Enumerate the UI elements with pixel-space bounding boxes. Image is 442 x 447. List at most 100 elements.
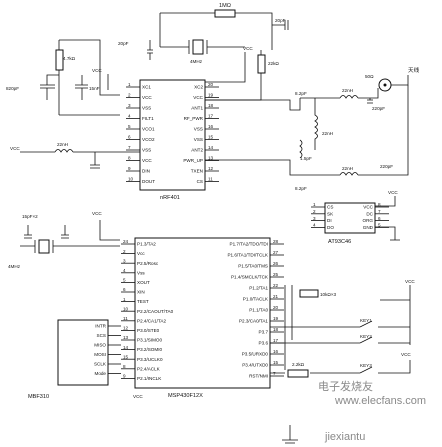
key3-switch [270,360,411,374]
nrf401-pin-name: VCC [142,95,152,100]
msp430-pin-number: 12 [123,326,129,331]
cap-820pf-label: 820pF [6,86,19,91]
at93c46-pin-name: GND [363,225,374,230]
nrf401-pin-name: PWR_UP [183,158,203,163]
nrf401-pin-number: 5 [128,124,131,129]
at93c46-pin-name: VCC [363,205,373,210]
msp430-pin-name: P2.4/CA1/TA2 [137,318,166,323]
msp430-pin-number: 18 [273,327,279,332]
msp430-pin-number: 8 [123,364,126,369]
msp430-pin-name: P1.4/SMCLK/TCK [231,275,269,280]
msp430-pin-number: 16 [273,349,279,354]
watermark-site-1: www.elecfans.com [334,395,426,407]
at93c46-pin-name: DI [327,218,332,223]
vcc-label-2: VCC [243,46,253,51]
msp430-pin-number: 4 [123,268,126,273]
nrf401-pin-name: ANT2 [191,148,203,153]
nrf401-pin-number: 12 [208,166,214,171]
msp430-pin-name: P1.7/TA2/TDO/TDI [230,242,268,247]
mbf310-pin-name: SCLK [94,362,107,367]
nrf401-pin-name: VCC [193,95,203,100]
cap-220pf-1-label: 220pF [372,106,385,111]
msp430-pin-number: 26 [273,261,279,266]
msp430-pin-name: XIN [137,290,145,295]
cap-20pf-left-label: 20pF [118,41,129,46]
nrf401-pin-name: DIN [142,169,150,174]
rf-section: 8.2pF 22nH 220pF 50Ω 天线 22nH 1.5pF 8.2pF… [10,66,420,191]
cap-20pf-right-label: 20pF [275,18,286,23]
msp430-pin-number: 17 [273,338,279,343]
msp430-pin-name: P3.1/SIMO0 [137,338,162,343]
nrf401-pin-number: 19 [208,93,214,98]
key2-switch [270,336,410,344]
inductor-22nh-2-label: 22nH [322,131,333,136]
at93c46-pin-name: ORG [363,218,374,223]
msp430-pin-name: RST/NMI [249,374,268,379]
msp430-pin-number: 25 [273,272,279,277]
vcc-label-3: VCC [10,146,20,151]
nrf401-pin-number: 10 [128,177,134,182]
inductor-22nh-4-label: 22nH [57,142,68,147]
vcc-label-5: VCC [92,211,102,216]
watermark-logo: 电子发烧友 [318,379,373,393]
at93c46-pin-number: 2 [313,209,316,214]
nrf401-chip: XC11VCC2VSS3FILT14VCO15VCO26VSS7VCC8DIN9… [126,79,219,201]
msp430-pin-number: 28 [273,239,279,244]
resistor-4k7 [55,49,64,71]
nrf401-pin-name: ANT1 [191,106,203,111]
key1-label: KEY1 [360,318,372,323]
msp430-pin-name: P2.1/INCLK [137,376,162,381]
resistor-22k [257,54,266,74]
nrf401-pin-number: 17 [208,114,214,119]
nrf401-pin-number: 14 [208,145,214,150]
nrf401-body [139,79,206,191]
msp430-pin-name: P3.5/URXD0 [242,352,269,357]
msp430-pin-number: 7 [273,371,276,376]
nrf401-pin-name: RF_PWR [184,116,204,121]
msp430-pin-name: TEST [137,299,149,304]
msp430-pin-name: P3.3/UCLK0 [137,357,163,362]
msp430-pin-name: P1.1/TA0 [249,308,268,313]
at93c46-pin-number: 3 [313,216,316,221]
inductor-22nh-2 [314,98,318,150]
msp430-pin-number: 22 [273,283,279,288]
cap-220pf-2-label: 220pF [380,164,393,169]
at93c46-pin-number: 6 [378,216,381,221]
key3-label: KEY3 [360,363,372,368]
nrf401-pin-number: 1 [128,82,131,87]
nrf401-pin-name: VCO2 [142,137,155,142]
msp430-pin-number: 21 [273,294,279,299]
nrf401-pin-number: 11 [208,177,213,182]
mbf310-body [57,319,109,386]
nrf401-pin-name: VSS [142,148,151,153]
nrf401-pin-number: 20 [208,82,214,87]
ohm-50-label: 50Ω [365,74,374,79]
at93c46-pin-number: 4 [313,223,316,228]
nrf401-pin-number: 16 [208,124,214,129]
nrf401-pin-number: 9 [128,166,131,171]
msp430-body [134,237,271,389]
nrf401-pin-number: 8 [128,156,131,161]
crystal-top [192,39,204,55]
nrf401-pin-name: VCO1 [142,127,155,132]
vcc-label-1: VCC [92,68,102,73]
nrf401-pin-name: XC2 [194,85,203,90]
mbf310-name: MBF310 [28,394,49,400]
at93c46-pin-number: 5 [378,223,381,228]
msp430-pin-number: 24 [123,239,129,244]
crystal-left [38,239,50,254]
msp430-pin-name: XOUT [137,280,150,285]
msp430-pin-number: 13 [123,335,129,340]
nrf401-pin-name: TXEN [191,169,203,174]
msp430-pin-number: 10 [123,306,129,311]
key1-switch [270,320,410,328]
msp430-pin-name: P2.4/ACLK [137,366,161,371]
msp430-pin-name: P1.2/TA1 [249,286,268,291]
msp430-pin-name: P2.2/CAOUT/TA0 [137,309,174,314]
nrf401-pin-name: FILT1 [142,116,154,121]
msp430-pin-name: P3.0/STE0 [137,328,160,333]
msp430-pin-number: 20 [273,305,279,310]
at93c46-pin-number: 7 [378,209,381,214]
